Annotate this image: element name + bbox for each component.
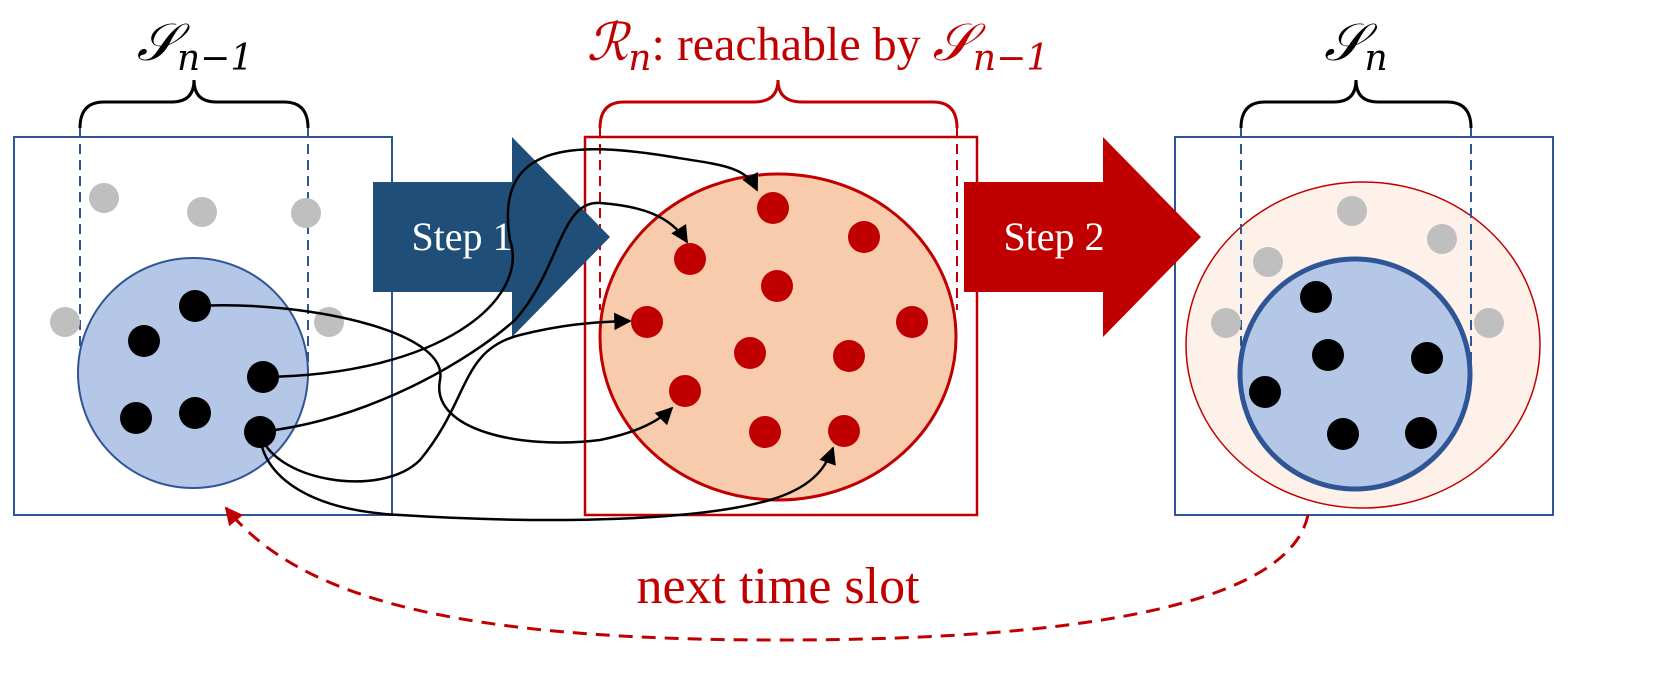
red-dot xyxy=(833,340,865,372)
black-dot xyxy=(1327,418,1359,450)
gray-dot xyxy=(1474,308,1504,338)
left-set-label: 𝒮n−1 xyxy=(137,13,254,79)
red-dot xyxy=(669,375,701,407)
red-dot xyxy=(749,416,781,448)
transition-curve xyxy=(259,201,689,434)
left-panel xyxy=(13,79,393,516)
black-dot xyxy=(1411,342,1443,374)
black-dot xyxy=(1249,376,1281,408)
gray-dot xyxy=(187,197,217,227)
transition-curve xyxy=(258,431,836,522)
gray-dot xyxy=(50,307,80,337)
step2-arrow: Step 2 xyxy=(964,137,1201,337)
gray-dot xyxy=(1427,224,1457,254)
transition-curve xyxy=(262,148,759,379)
middle-set-ref-subscript: n−1 xyxy=(973,38,1049,79)
red-dot xyxy=(631,306,663,338)
black-dot xyxy=(1312,339,1344,371)
gray-dot xyxy=(291,198,321,228)
right-set-label: 𝒮n xyxy=(1324,13,1387,79)
middle-set-symbol: ℛ xyxy=(587,13,632,73)
left-set-subscript: n−1 xyxy=(177,38,253,79)
red-dot xyxy=(734,337,766,369)
black-dot xyxy=(128,325,160,357)
transition-curves xyxy=(194,148,836,522)
black-dot xyxy=(179,397,211,429)
middle-set-label: ℛn: reachable by 𝒮n−1 xyxy=(587,13,1049,79)
red-dot xyxy=(674,243,706,275)
black-dot xyxy=(1300,281,1332,313)
transition-curve xyxy=(194,304,674,444)
red-dot xyxy=(848,221,880,253)
next-time-slot-label: next time slot xyxy=(636,558,920,615)
red-dot xyxy=(828,415,860,447)
black-dot xyxy=(120,402,152,434)
right-blue-circle xyxy=(1237,256,1473,492)
gray-dot xyxy=(1337,196,1367,226)
right-set-subscript: n xyxy=(1365,38,1388,79)
gray-dot xyxy=(314,307,344,337)
transition-curve xyxy=(258,312,632,483)
next-time-slot-arrow xyxy=(224,506,1310,642)
step1-label: Step 1 xyxy=(411,214,512,259)
gray-dot xyxy=(89,183,119,213)
black-dot xyxy=(1405,417,1437,449)
middle-set-subscript: n xyxy=(628,38,651,79)
gray-dot xyxy=(1253,247,1283,277)
red-dot xyxy=(757,192,789,224)
step2-label: Step 2 xyxy=(1003,214,1104,259)
middle-brace xyxy=(598,79,959,129)
red-dot xyxy=(761,270,793,302)
middle-panel xyxy=(583,79,979,517)
middle-set-text: : reachable by xyxy=(651,18,932,71)
right-brace xyxy=(1239,79,1473,129)
left-brace xyxy=(78,79,310,129)
right-panel xyxy=(1174,79,1554,516)
red-dot xyxy=(896,306,928,338)
step1-arrow: Step 1 xyxy=(373,137,610,337)
gray-dot xyxy=(1211,308,1241,338)
